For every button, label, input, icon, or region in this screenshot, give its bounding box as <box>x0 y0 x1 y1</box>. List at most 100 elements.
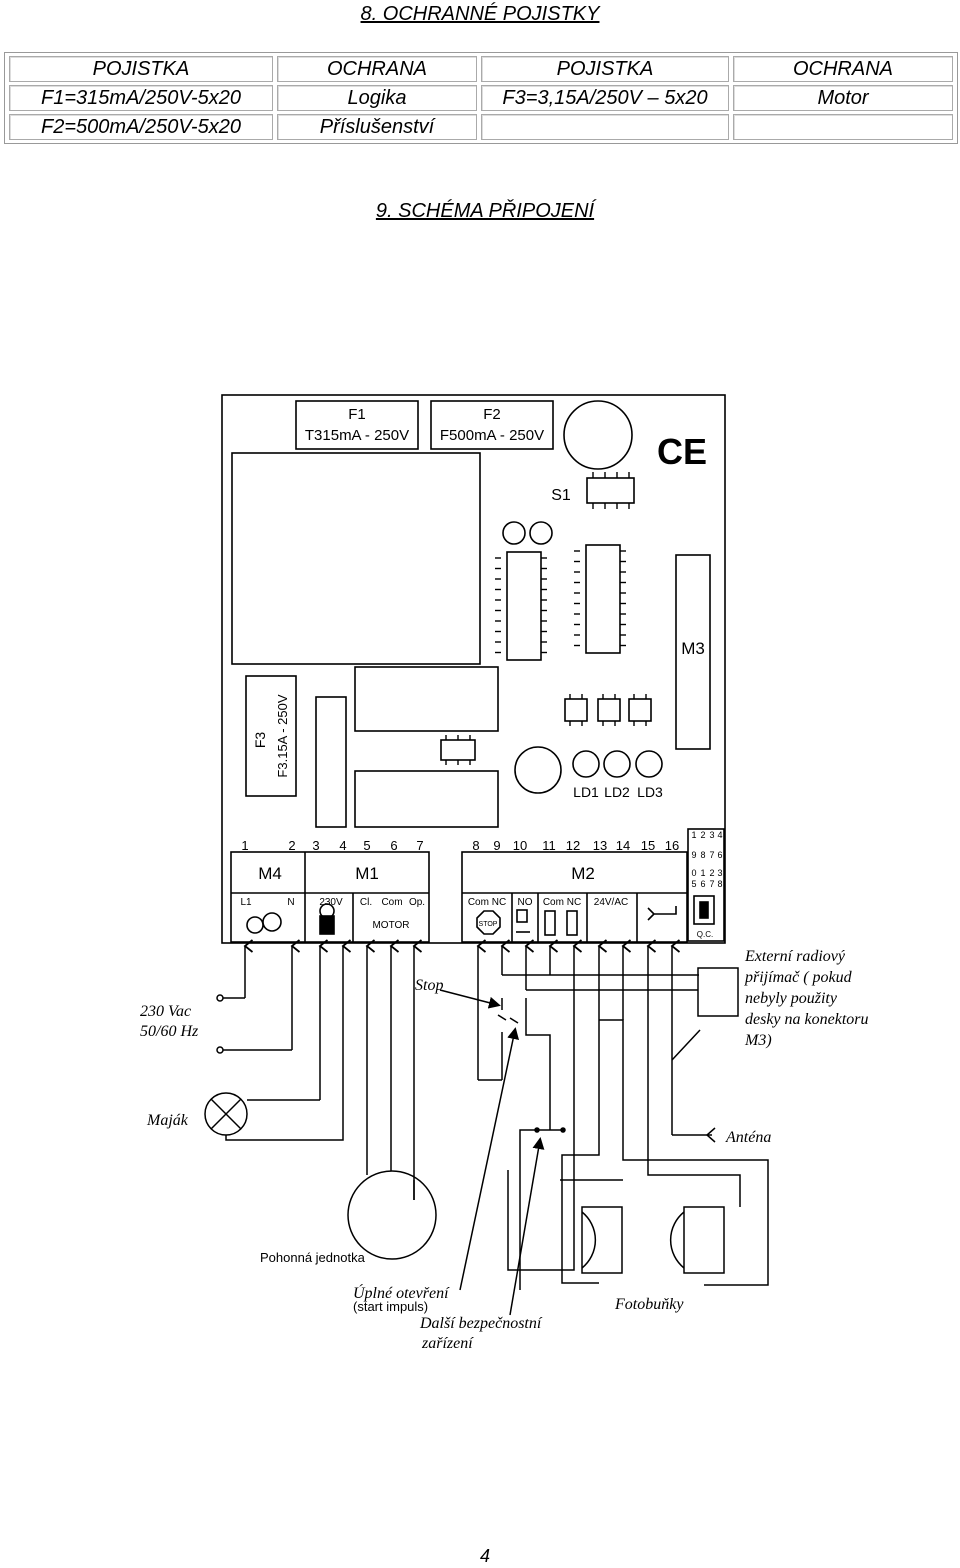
lamp-label: Maják <box>146 1112 189 1129</box>
table-cell <box>481 114 729 140</box>
f1-value: T315mA - 250V <box>305 427 409 444</box>
terminal-number-8: 8 <box>472 838 479 853</box>
dip-number: 8 <box>717 879 722 889</box>
stop-label: Stop <box>415 977 443 994</box>
dip-number: 6 <box>717 850 722 860</box>
header-cell: OCHRANA <box>277 56 477 82</box>
led-3 <box>635 750 663 778</box>
terminal-number-10: 10 <box>513 838 527 853</box>
receiver-label-line2: přijímač ( pokud <box>744 969 853 986</box>
dip-number: 8 <box>700 850 705 860</box>
terminal-block-m4-m1 <box>230 851 430 943</box>
receiver-label-line3: nebyly použity <box>745 990 838 1007</box>
ic-2 <box>585 544 621 654</box>
safety-label-line2: zařízení <box>421 1335 474 1352</box>
header-cell: POJISTKA <box>9 56 273 82</box>
f3-value: F3.15A - 250V <box>275 694 290 777</box>
photocell-transmitter <box>581 1206 623 1274</box>
terminal-number-13: 13 <box>593 838 607 853</box>
relay-vertical <box>315 696 347 828</box>
table-cell: F3=3,15A/250V – 5x20 <box>481 85 729 111</box>
dip-number: 3 <box>709 830 714 840</box>
m2-24v-label: 24V/AC <box>594 897 628 908</box>
mains-label: 230 Vac <box>140 1003 191 1020</box>
photocells-label: Fotobuňky <box>614 1296 684 1313</box>
control-board-outline <box>221 394 726 944</box>
dip-number: 5 <box>691 879 696 889</box>
m3-connector <box>675 554 711 750</box>
antenna-label: Anténa <box>725 1129 771 1146</box>
relay-2 <box>354 770 499 828</box>
page-number: 4 <box>479 1546 490 1566</box>
s1-chip <box>586 477 635 504</box>
terminal-number-2: 2 <box>288 838 295 853</box>
dip-number: 3 <box>717 868 722 878</box>
header-cell: OCHRANA <box>733 56 953 82</box>
f2-value: F500mA - 250V <box>440 427 544 444</box>
ce-mark-icon: CE <box>657 431 707 472</box>
led-2 <box>603 750 631 778</box>
open-full-sub-label: (start impuls) <box>353 1299 428 1314</box>
m1-motor-label: MOTOR <box>372 920 409 931</box>
table-cell: F1=315mA/250V-5x20 <box>9 85 273 111</box>
table-cell: Logika <box>277 85 477 111</box>
terminal-number-1: 1 <box>241 838 248 853</box>
m4-n-label: N <box>287 897 294 908</box>
m1-label: M1 <box>355 864 379 883</box>
terminal-number-14: 14 <box>616 838 630 853</box>
terminal-number-4: 4 <box>339 838 346 853</box>
photocell-receiver <box>683 1206 725 1274</box>
m3-label: M3 <box>681 639 705 658</box>
f1-name: F1 <box>348 406 366 423</box>
m1-op-label: Op. <box>409 897 425 908</box>
f2-name: F2 <box>483 406 501 423</box>
header-cell: POJISTKA <box>481 56 729 82</box>
receiver-label-line1: Externí radiový <box>744 948 846 965</box>
table-header-row: POJISTKA OCHRANA POJISTKA OCHRANA <box>9 56 953 82</box>
terminal-number-9: 9 <box>493 838 500 853</box>
antenna-symbol-icon <box>647 906 677 921</box>
dip-number: 1 <box>700 868 705 878</box>
dip-number: 0 <box>691 868 696 878</box>
ld3-label: LD3 <box>637 784 663 800</box>
mains-freq-label: 50/60 Hz <box>140 1023 199 1040</box>
m1-cl-label: Cl. <box>360 897 372 908</box>
stop-sign-label: STOP <box>479 921 498 928</box>
terminal-number-16: 16 <box>665 838 679 853</box>
buzzer-circle <box>563 400 633 470</box>
m1-com-label: Com <box>381 897 402 908</box>
fuse-f3 <box>245 675 297 797</box>
table-cell: Motor <box>733 85 953 111</box>
dip-number: 7 <box>709 850 714 860</box>
led-1 <box>572 750 600 778</box>
m4-label: M4 <box>258 864 282 883</box>
terminal-number-15: 15 <box>641 838 655 853</box>
dip-number: 2 <box>709 868 714 878</box>
m4-l1-label: L1 <box>240 897 252 908</box>
dip-number: 1 <box>691 830 696 840</box>
motor-label: Pohonná jednotka <box>260 1250 366 1265</box>
transformer <box>231 452 481 665</box>
section-9-title: 9. SCHÉMA PŘIPOJENÍ <box>375 200 595 222</box>
dip-number: 2 <box>700 830 705 840</box>
table-row: F2=500mA/250V-5x20 Příslušenství <box>9 114 953 140</box>
m2-com-nc-label: Com NC <box>468 897 506 908</box>
qc-label: Q.C. <box>697 930 713 939</box>
terminal-number-3: 3 <box>312 838 319 853</box>
table-row: F1=315mA/250V-5x20 Logika F3=3,15A/250V … <box>9 85 953 111</box>
receiver-label-line4: desky na konektoru <box>745 1011 869 1028</box>
dip-switch-block <box>687 828 725 942</box>
fuse-f2 <box>430 400 554 450</box>
fuse-table: POJISTKA OCHRANA POJISTKA OCHRANA F1=315… <box>4 52 958 144</box>
m2-no-label: NO <box>518 897 533 908</box>
safety-label-line1: Další bezpečnostní <box>419 1315 543 1332</box>
terminal-number-7: 7 <box>416 838 423 853</box>
f3-name: F3 <box>252 732 268 749</box>
m1-230v-label: 230V <box>319 897 343 908</box>
stop-sign-icon <box>476 910 501 935</box>
motor-symbol <box>347 1170 437 1260</box>
ld2-label: LD2 <box>604 784 630 800</box>
table-cell: F2=500mA/250V-5x20 <box>9 114 273 140</box>
dip-number: 7 <box>709 879 714 889</box>
